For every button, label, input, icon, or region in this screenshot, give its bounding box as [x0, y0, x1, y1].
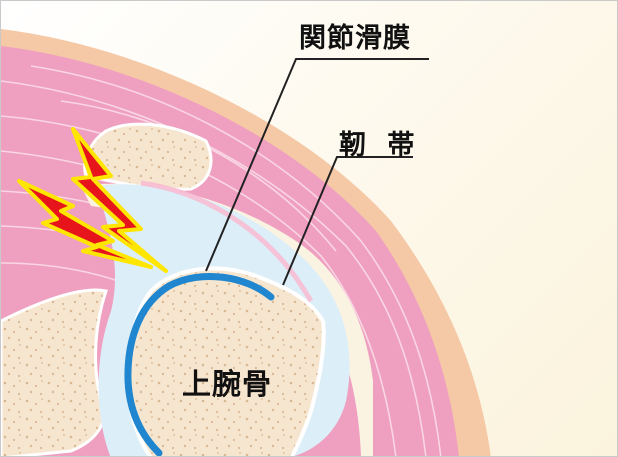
acromion-bone — [83, 122, 213, 191]
humerus-label: 上腕骨 — [182, 367, 273, 401]
synovium-membrane — [124, 272, 275, 456]
scapula-bone — [1, 288, 108, 456]
synovium-leader-line — [205, 58, 429, 272]
synovium-label: 関節滑膜 — [299, 23, 411, 54]
ligament-label: 靭 帯 — [339, 130, 421, 161]
ligament-leader-line — [282, 156, 413, 286]
ligament-band — [140, 180, 314, 303]
pain-lightning-icon — [17, 127, 168, 273]
leader-lines — [205, 58, 429, 286]
bursa-gap — [81, 183, 373, 456]
